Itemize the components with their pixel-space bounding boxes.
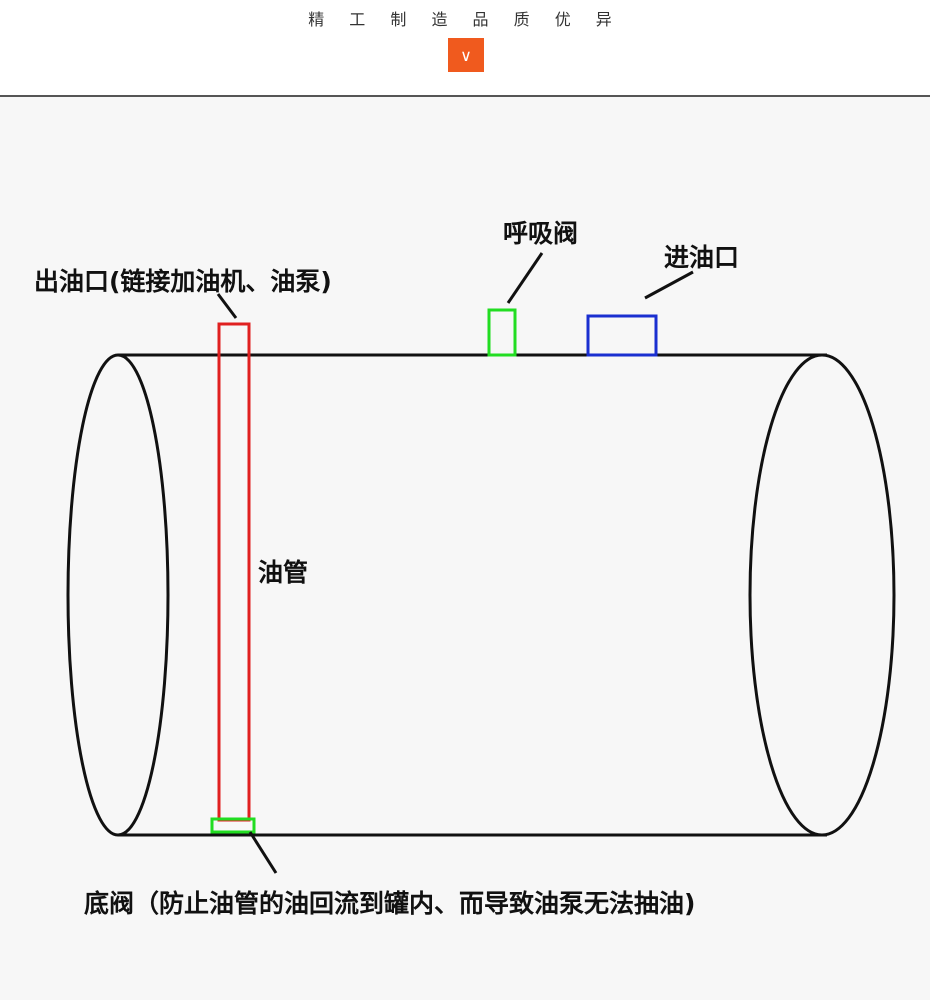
- bottom-valve: [210, 817, 256, 834]
- tank-diagram: [0, 97, 930, 1000]
- tank-right-end: [748, 353, 896, 837]
- label-bottom-valve: 底阀（防止油管的油回流到罐内、而导致油泵无法抽油): [84, 889, 696, 918]
- oil-inlet: [586, 314, 658, 357]
- label-breather-valve: 呼吸阀: [503, 219, 579, 248]
- top-banner: 精 工 制 造 品 质 优 异 ∨: [0, 0, 930, 96]
- oil-pipe: [217, 322, 251, 822]
- inlet-leader-line: [644, 270, 694, 300]
- breather-valve: [487, 308, 517, 357]
- outlet-leader-line: [216, 293, 238, 319]
- chevron-down-icon: ∨: [460, 45, 472, 65]
- breather-leader-line: [506, 252, 544, 304]
- scroll-down-button[interactable]: ∨: [448, 38, 484, 72]
- tagline: 精 工 制 造 品 质 优 异: [308, 10, 622, 29]
- label-outlet: 出油口(链接加油机、油泵): [34, 267, 332, 296]
- divider: [0, 95, 930, 97]
- tank-left-end: [66, 353, 170, 837]
- bottom-valve-leader-line: [248, 831, 278, 874]
- label-oil-pipe: 油管: [258, 558, 309, 587]
- label-inlet: 进油口: [664, 243, 740, 272]
